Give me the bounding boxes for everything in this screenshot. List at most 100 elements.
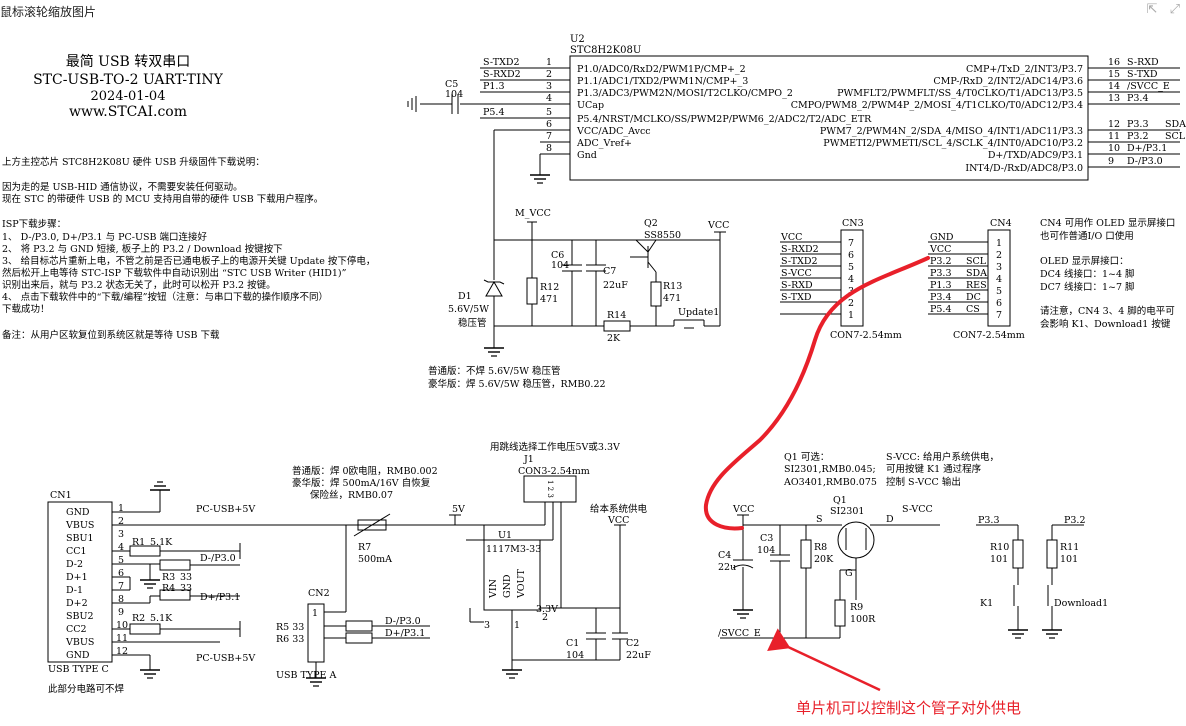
fuse-note-1: 普通版：焊 0欧电阻，RMB0.002 [292, 465, 438, 477]
cn4-net: GND [930, 232, 954, 243]
svcc-block: Q1 可选： SI2301,RMB0.045; AO3401,RMB0.075 … [718, 451, 999, 639]
cn1-type: USB TYPE C [48, 664, 109, 675]
u2-func: PWMETI2/PWMETI/SCL_4/SCLK_4/INT0/ADC10/P… [823, 138, 1083, 149]
cn3-pin: 1 [848, 310, 854, 321]
fullscreen-icon[interactable]: ⤢ [1169, 2, 1180, 17]
window-controls: ⇱ ⤢ [1139, 2, 1180, 17]
r10-val: 101 [990, 554, 1008, 565]
d1-desc: 稳压管 [458, 317, 487, 329]
oled-note: OLED 显示屏接口： [1040, 255, 1129, 267]
v33-label: 3.3V [536, 604, 558, 615]
download-label: Download1 [1054, 598, 1108, 609]
c1-ref: C1 [566, 638, 579, 649]
dm-label: D-/P3.0 [200, 553, 236, 564]
r12-val: 471 [540, 294, 558, 305]
u2-func: P5.4/NRST/MCLKO/SS/PWM2P/PWM6_2/ADC2/T2/… [577, 114, 872, 125]
cn1-pin-num: 10 [116, 620, 128, 631]
cn1-pin-num: 5 [118, 555, 124, 566]
r1-val: 5.1K [150, 537, 173, 548]
c4-val: 22u [718, 562, 736, 573]
r9-ref: R9 [850, 602, 863, 613]
svcc-note: S-VCC: 给用户系统供电， [886, 451, 999, 463]
u2-func: INT4/D-/RxD/ADC8/P3.0 [965, 163, 1083, 174]
cn1-body [47, 501, 113, 663]
cn3-net: S-TXD2 [781, 256, 818, 267]
c6-val: 104 [551, 260, 569, 271]
u2-func: Gnd [577, 150, 597, 161]
q1-note: SI2301,RMB0.045; [784, 464, 876, 475]
pc-usb-5v-label: PC-USB+5V [196, 504, 255, 515]
u2-func: UCap [577, 100, 604, 111]
u2-net: /SVCC_E [1127, 81, 1170, 92]
u2-net: D+/P3.1 [1127, 143, 1167, 154]
u1-vin: VIN [488, 579, 499, 599]
note-line: ISP下载步骤： [2, 218, 66, 230]
c4-ref: C4 [718, 550, 731, 561]
u2-func: CMP+/TxD_2/INT3/P3.7 [966, 64, 1083, 75]
give-sys: 给本系统供电 [590, 503, 648, 515]
cn1-pin-name: SBU2 [66, 611, 94, 622]
dp-label: D+/P3.1 [200, 592, 240, 603]
u2-pin-num: 5 [546, 107, 552, 118]
cn3-connector: CN3 CON7-2.54mm VCC S-RXD2 S-TXD2 S-VCC … [780, 218, 902, 341]
u2-pin-num: 13 [1108, 93, 1120, 104]
note-line: 识别出来后，就与 P3.2 状态无关了，此时可以松开 P3.2 按键。 [2, 279, 276, 291]
cn1-pin-num: 4 [118, 542, 124, 553]
cn4-pin: 3 [996, 262, 1002, 273]
u2-pin-num: 4 [546, 93, 552, 104]
u2-net: S-RXD [1127, 57, 1159, 68]
u2-net-3: P1.3 [483, 81, 505, 92]
u2-func: PWMFLT2/PWMFLT/SS_4/T0CLKO/T1/ADC13/P3.5 [837, 88, 1083, 99]
c7-val: 22uF [603, 280, 628, 291]
c2-val: 22uF [626, 650, 651, 661]
d1-val: 5.6V/5W [448, 304, 489, 315]
r2-val: 5.1K [150, 613, 173, 624]
cn4-pin: 4 [996, 274, 1002, 285]
k1-label: K1 [980, 598, 993, 609]
r3-val: 33 [180, 572, 192, 583]
u2-pin-num: 7 [546, 131, 552, 142]
r6-label: R6 33 [276, 634, 304, 645]
u2-func: ADC_Vref+ [576, 138, 632, 149]
select-note: 用跳线选择工作电压5V或3.3V [490, 441, 620, 453]
cn1-pin-num: 2 [118, 516, 124, 527]
u2-func: P1.3/ADC3/PWM2N/MOSI/T2CLKO/CMPO_2 [577, 88, 793, 99]
open-external-icon[interactable]: ⇱ [1146, 2, 1158, 17]
cn1-pin-name: GND [66, 650, 90, 661]
u2-pin-num: 16 [1108, 57, 1120, 68]
cn1-pin-num: 11 [116, 633, 128, 644]
u2-func: CMPO/PWM8_2/PWM4P_2/MOSI_4/T1CLKO/T0/ADC… [791, 100, 1083, 111]
r4-ref: R4 [162, 583, 175, 594]
isp-notes: 上方主控芯片 STC8H2K08U 硬件 USB 升级固件下载说明： 因为走的是… [2, 156, 375, 341]
c3-val: 104 [757, 545, 775, 556]
q1-s: S [816, 514, 823, 525]
q1-note: AO3401,RMB0.075 [783, 477, 877, 488]
title-bar: 鼠标滚轮缩放图片 ⇱ ⤢ [0, 0, 1186, 22]
r13-val: 471 [663, 293, 681, 304]
cn3-ref: CN3 [842, 218, 864, 229]
cn4-foot: CON7-2.54mm [953, 330, 1025, 341]
cn3-pin: 6 [848, 250, 854, 261]
u2-pin-num: 10 [1108, 143, 1120, 154]
u2-part: STC8H2K08U [570, 45, 641, 56]
u2-func: VCC/ADC_Avcc [576, 126, 651, 137]
note-line: 上方主控芯片 STC8H2K08U 硬件 USB 升级固件下载说明： [2, 156, 265, 168]
note-line: 下载成功！ [2, 303, 50, 315]
u2-ref: U2 [570, 34, 585, 45]
u2-pin-num: 1 [546, 57, 552, 68]
cn1-pin-name: GND [66, 507, 90, 518]
oled-note: DC4 线接口：1~4 脚 [1040, 268, 1135, 280]
pc-usb-5v-label-2: PC-USB+5V [196, 653, 255, 664]
r9-val: 100R [850, 614, 876, 625]
q1-ref: Q1 [833, 495, 847, 506]
cn4-connector: CN4 CON7-2.54mm GND VCC P3.2 P3.3 P1.3 P… [928, 218, 1025, 341]
cn3-pin: 5 [848, 262, 854, 273]
cn1-pin-name: D+2 [66, 598, 88, 609]
c6-ref: C6 [551, 250, 564, 261]
cn3-net: S-RXD2 [781, 244, 819, 255]
u2-net: SDA [1165, 119, 1186, 130]
cn4-sig: RES [966, 280, 987, 291]
q2-part: SS8550 [644, 230, 681, 241]
svcc-out: S-VCC [902, 504, 933, 515]
u2-func: P1.1/ADC1/TXD2/PWM1N/CMP+_3 [577, 76, 748, 87]
